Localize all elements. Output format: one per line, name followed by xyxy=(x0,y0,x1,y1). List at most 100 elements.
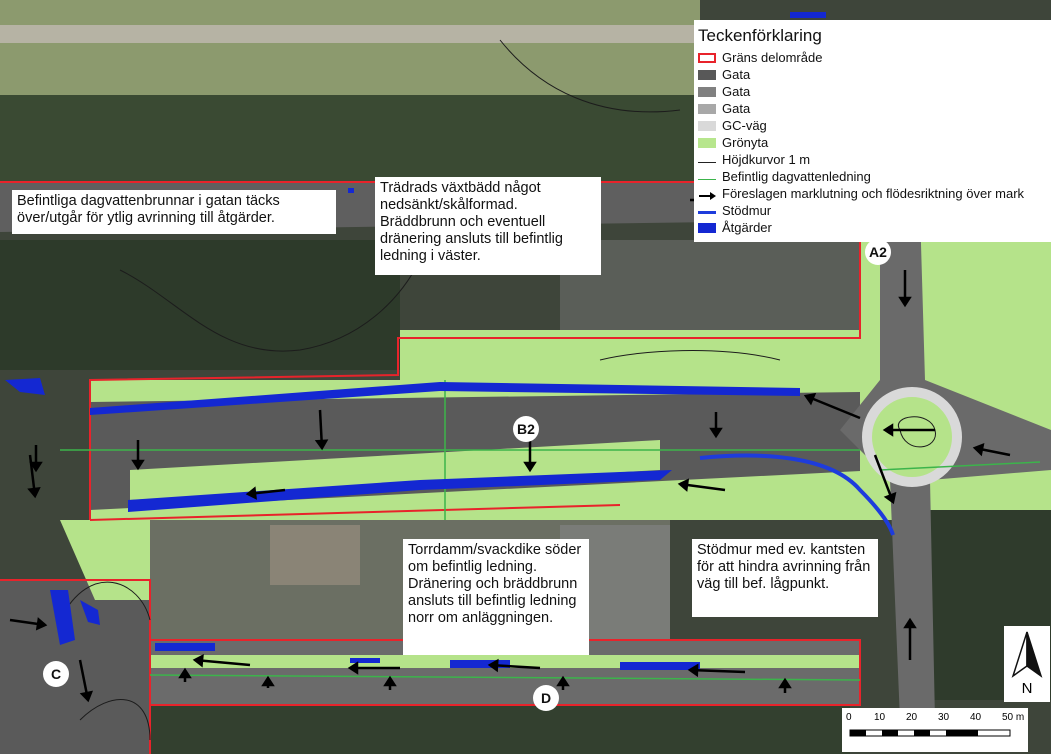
contour-line xyxy=(599,350,781,361)
measure-d1 xyxy=(155,643,215,651)
measure-d2 xyxy=(450,660,510,668)
area-label-b2: B2 xyxy=(513,416,539,442)
legend-swatch xyxy=(698,207,716,214)
legend-item: Höjdkurvor 1 m xyxy=(698,151,1051,168)
legend-title: Teckenförklaring xyxy=(698,26,822,45)
contour-line xyxy=(499,39,681,113)
contour-line xyxy=(79,699,151,741)
legend-label: Gata xyxy=(722,101,751,116)
north-arrow: N xyxy=(1004,626,1050,702)
measure-north-bed xyxy=(90,382,800,415)
retaining-wall xyxy=(699,453,895,536)
legend-item: GC-väg xyxy=(698,117,1051,134)
legend-label: Gräns delområde xyxy=(722,50,823,65)
contour-line xyxy=(119,259,421,352)
legend-label: Åtgärder xyxy=(722,220,772,235)
legend-item: Gata xyxy=(698,83,1051,100)
flow-arrow-head xyxy=(677,478,690,492)
legend-label: Höjdkurvor 1 m xyxy=(722,152,811,167)
north-arrow-icon xyxy=(1011,631,1043,678)
legend-label: Befintlig dagvattenledning xyxy=(722,169,871,184)
flow-arrow-head xyxy=(383,675,397,687)
flow-arrow-head xyxy=(245,486,257,500)
scale-tick-label: 50 m xyxy=(1002,712,1025,723)
flow-arrow-head xyxy=(523,461,537,473)
measure-c xyxy=(50,590,75,645)
flow-arrow-head xyxy=(192,653,204,668)
measure-c2 xyxy=(80,600,100,625)
contour-line xyxy=(59,581,151,621)
flow-arrow-head xyxy=(29,461,43,473)
scale-tick-label: 20 xyxy=(906,712,918,723)
legend-swatch xyxy=(698,174,716,180)
legend-item: Gata xyxy=(698,66,1051,83)
roundabout xyxy=(862,387,962,487)
measure-south-bed xyxy=(128,470,672,512)
callout-tree-bed: Trädrads växtbädd något nedsänkt/skålfor… xyxy=(375,177,601,275)
scale-tick-label: 40 xyxy=(970,712,982,723)
measure-north-small xyxy=(348,188,354,193)
flow-arrow-head xyxy=(27,486,41,499)
area-label-c: C xyxy=(43,661,69,687)
legend-swatch xyxy=(698,69,716,80)
flow-arrow-head xyxy=(556,675,570,687)
legend-label: Föreslagen marklutning och flödesriktnin… xyxy=(722,186,1025,201)
area-label-d: D xyxy=(533,685,559,711)
legend-item: Föreslagen marklutning och flödesriktnin… xyxy=(698,185,1051,202)
contour-line xyxy=(897,416,936,448)
field-north xyxy=(0,0,700,95)
flow-arrow-head xyxy=(131,459,145,471)
flow-arrow-head xyxy=(803,392,817,406)
border-c xyxy=(0,579,151,754)
flow-arrow-head xyxy=(709,427,723,439)
callout-existing-drains: Befintliga dagvattenbrunnar i gatan täck… xyxy=(12,190,336,234)
north-label: N xyxy=(1021,680,1033,697)
legend-swatch xyxy=(698,137,716,148)
measure-d4 xyxy=(350,658,380,663)
measure-d3 xyxy=(620,662,700,670)
area-label-a2: A2 xyxy=(865,239,891,265)
legend-label: GC-väg xyxy=(722,118,767,133)
flow-arrow-head xyxy=(903,617,917,629)
flow-arrow-head xyxy=(35,617,48,631)
measure-west xyxy=(5,378,45,395)
flow-arrow-head xyxy=(347,661,359,675)
legend-label: Grönyta xyxy=(722,135,769,150)
legend-label: Gata xyxy=(722,84,751,99)
callout-dry-pond: Torrdamm/svackdike söder om befintlig le… xyxy=(403,539,589,655)
forest-south xyxy=(150,705,850,754)
legend-item: Befintlig dagvattenledning xyxy=(698,168,1051,185)
field-north-road xyxy=(0,25,700,43)
scale-tick-label: 10 xyxy=(874,712,886,723)
flow-arrow-head xyxy=(882,423,894,437)
legend-item: Åtgärder xyxy=(698,219,1051,236)
legend-swatch xyxy=(698,157,716,163)
measure-top xyxy=(790,12,826,18)
flow-arrow-head xyxy=(898,296,912,308)
legend-swatch xyxy=(698,103,716,114)
scale-bar: 0 10 20 30 40 50 m xyxy=(842,708,1028,752)
flow-arrow-head xyxy=(487,658,499,673)
flow-arrow-head xyxy=(687,663,699,678)
flow-arrow-head xyxy=(79,690,94,703)
flow-arrow-head xyxy=(883,491,897,505)
flow-arrow-head xyxy=(314,439,329,451)
forest-west xyxy=(0,240,400,370)
area-c xyxy=(0,580,150,754)
legend-swatch xyxy=(698,120,716,131)
legend-label: Stödmur xyxy=(722,203,772,218)
legend-item: Grönyta xyxy=(698,134,1051,151)
callout-retaining-wall: Stödmur med ev. kantsten för att hindra … xyxy=(692,539,878,617)
scale-tick-label: 0 xyxy=(846,712,852,723)
scale-bar-graphic xyxy=(849,729,1011,737)
border-b2-south xyxy=(89,504,621,521)
building-north xyxy=(560,240,860,330)
flow-arrow-head xyxy=(178,667,192,679)
legend-swatch xyxy=(698,86,716,97)
flow-arrow-head xyxy=(778,677,792,689)
legend-item: Gräns delområde xyxy=(698,49,1051,66)
legend-swatch xyxy=(698,189,716,200)
area-b2-median xyxy=(130,440,660,500)
scale-tick-label: 30 xyxy=(938,712,950,723)
